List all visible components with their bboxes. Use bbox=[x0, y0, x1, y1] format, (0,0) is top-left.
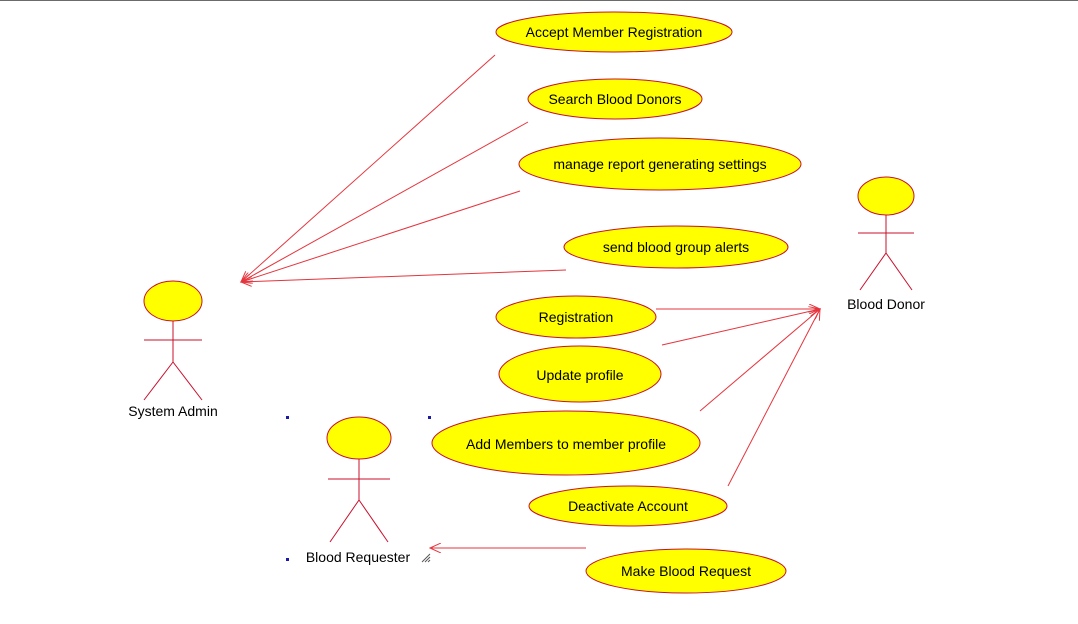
use-case-search-blood-donors[interactable]: Search Blood Donors bbox=[527, 78, 703, 120]
use-case-label: Accept Member Registration bbox=[526, 24, 703, 40]
use-case-accept-member-registration[interactable]: Accept Member Registration bbox=[495, 11, 733, 53]
selection-handle bbox=[428, 416, 431, 419]
actor-label: System Admin bbox=[128, 403, 217, 419]
assoc-send-alerts-admin bbox=[241, 269, 567, 282]
use-case-label: Add Members to member profile bbox=[466, 436, 666, 452]
actor-label: Blood Requester bbox=[306, 549, 411, 565]
use-case-label: Registration bbox=[539, 309, 614, 325]
use-case-label: Make Blood Request bbox=[621, 563, 751, 579]
use-case-label: manage report generating settings bbox=[553, 156, 766, 172]
selection-handle bbox=[286, 416, 289, 419]
use-case-manage-report-settings[interactable]: manage report generating settings bbox=[518, 137, 802, 191]
use-case-update-profile[interactable]: Update profile bbox=[498, 345, 662, 403]
actor-head-icon bbox=[857, 176, 915, 216]
assoc-deactivate-donor bbox=[727, 309, 820, 487]
actor-blood-requester[interactable]: Blood Requester bbox=[306, 416, 411, 565]
actor-head-icon bbox=[143, 280, 203, 322]
assoc-update-profile-donor bbox=[661, 309, 820, 346]
actor-head-icon bbox=[326, 416, 392, 460]
use-case-make-blood-request[interactable]: Make Blood Request bbox=[585, 548, 787, 594]
use-case-label: send blood group alerts bbox=[603, 239, 749, 255]
selection-handle bbox=[286, 558, 289, 561]
use-case-deactivate-account[interactable]: Deactivate Account bbox=[528, 485, 728, 527]
actor-system-admin[interactable]: System Admin bbox=[128, 280, 218, 419]
selection-handles bbox=[286, 416, 431, 561]
associations bbox=[241, 54, 820, 548]
use-case-label: Search Blood Donors bbox=[548, 91, 681, 107]
use-case-registration[interactable]: Registration bbox=[495, 295, 657, 339]
use-case-add-members[interactable]: Add Members to member profile bbox=[431, 410, 701, 476]
actor-blood-donor[interactable]: Blood Donor bbox=[847, 176, 925, 312]
assoc-accept-registration-admin bbox=[241, 54, 496, 282]
use-case-label: Deactivate Account bbox=[568, 498, 688, 514]
resize-grip-icon[interactable] bbox=[421, 553, 431, 563]
assoc-search-donors-admin bbox=[241, 121, 529, 282]
assoc-manage-report-admin bbox=[241, 190, 521, 282]
actor-label: Blood Donor bbox=[847, 296, 925, 312]
use-case-send-blood-group-alerts[interactable]: send blood group alerts bbox=[563, 225, 789, 269]
assoc-add-members-donor bbox=[699, 309, 820, 412]
use-case-label: Update profile bbox=[536, 367, 623, 383]
